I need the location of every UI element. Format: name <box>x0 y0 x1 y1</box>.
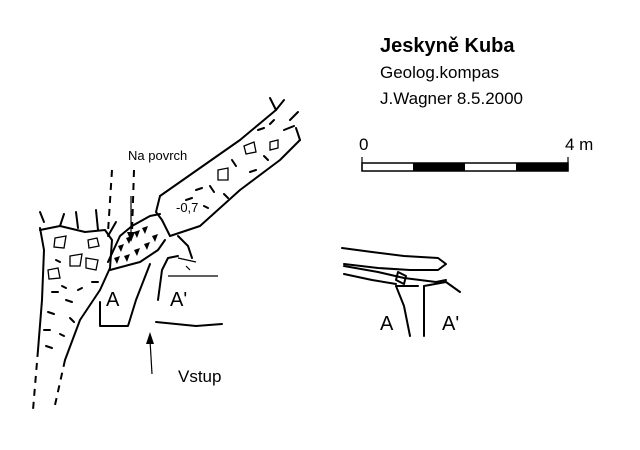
author-date: J.Wagner 8.5.2000 <box>380 89 523 108</box>
scale-bar: 0 4 m <box>359 135 593 172</box>
boulder <box>85 257 99 271</box>
map-title: Jeskyně Kuba <box>380 35 515 57</box>
boulder <box>53 235 67 249</box>
profile-section-a-prime-label: A' <box>442 313 459 335</box>
boulder <box>87 237 100 249</box>
boulder <box>269 139 279 151</box>
plan-section-a-label: A <box>106 289 120 311</box>
scale-end-label: 4 m <box>565 135 593 154</box>
boulder <box>217 167 229 181</box>
entrance-label: Vstup <box>178 367 221 386</box>
boulder <box>69 253 83 267</box>
plan-section-a-prime-label: A' <box>170 289 187 311</box>
profile-section-a-label: A <box>380 313 394 335</box>
cross-section-profile: A A' <box>341 247 461 337</box>
surface-label: Na povrch <box>128 148 187 163</box>
depth-label: -0,7 <box>176 200 198 215</box>
boulder <box>47 267 61 280</box>
survey-method: Geolog.kompas <box>380 63 499 82</box>
boulder <box>243 141 257 155</box>
scale-start-label: 0 <box>359 135 368 154</box>
cave-plan: Na povrch -0,7 A A' Vstup <box>32 97 301 411</box>
